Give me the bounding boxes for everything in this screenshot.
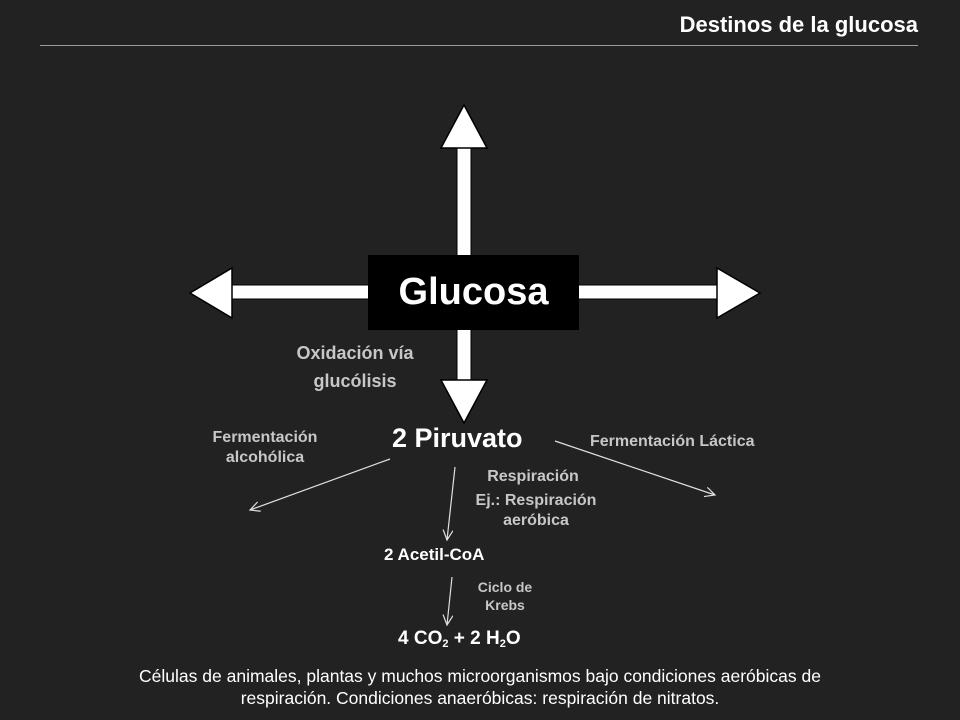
respiration-example: Ej.: Respiración aeróbica [445,491,627,531]
products-part2: + 2 H [448,628,500,649]
glucosa-node: Glucosa [368,255,579,330]
krebs-label: Ciclo de Krebs [462,579,548,614]
arrow-left [188,266,371,320]
title-rule [40,45,918,46]
glycolysis-label: Oxidación vía glucólisis [270,340,440,396]
arrow-to-products [447,576,452,625]
products-part3: O [505,628,521,649]
alcoholic-line1: Fermentación [212,429,318,446]
arrow-down [439,327,489,425]
alcoholic-line2: alcohólica [225,449,305,466]
arrow-to-acetyl [447,466,456,540]
krebs-line2: Krebs [485,596,525,613]
arrow-up [439,103,489,261]
pyruvate-node: 2 Piruvato [392,423,523,453]
products-sub1: 2 [442,638,449,650]
glycolysis-line2: glucólisis [313,370,397,391]
respiration-label: Respiración [487,468,579,485]
arrow-to-alcoholic [250,458,391,510]
arrow-to-lactic [554,440,715,495]
acetyl-coa-node: 2 Acetil-CoA [384,545,485,564]
respiration-example-line1: Ej.: Respiración [475,492,597,509]
products-sub2: 2 [499,638,506,650]
caption-line1: Células de animales, plantas y muchos mi… [139,666,821,686]
glycolysis-line1: Oxidación vía [296,343,414,363]
caption: Células de animales, plantas y muchos mi… [40,666,920,710]
caption-line2: respiración. Condiciones anaeróbicas: re… [240,687,720,708]
lactic-fermentation-label: Fermentación Láctica [590,433,755,450]
products-node: 4 CO2 + 2 H2O [398,628,521,650]
arrow-right [577,266,762,320]
glucosa-label: Glucosa [398,271,549,313]
slide-title: Destinos de la glucosa [679,12,918,37]
alcoholic-fermentation-label: Fermentación alcohólica [180,428,350,468]
krebs-line1: Ciclo de [477,579,533,595]
respiration-example-line2: aeróbica [503,512,569,529]
products-part1: 4 CO [398,628,443,649]
